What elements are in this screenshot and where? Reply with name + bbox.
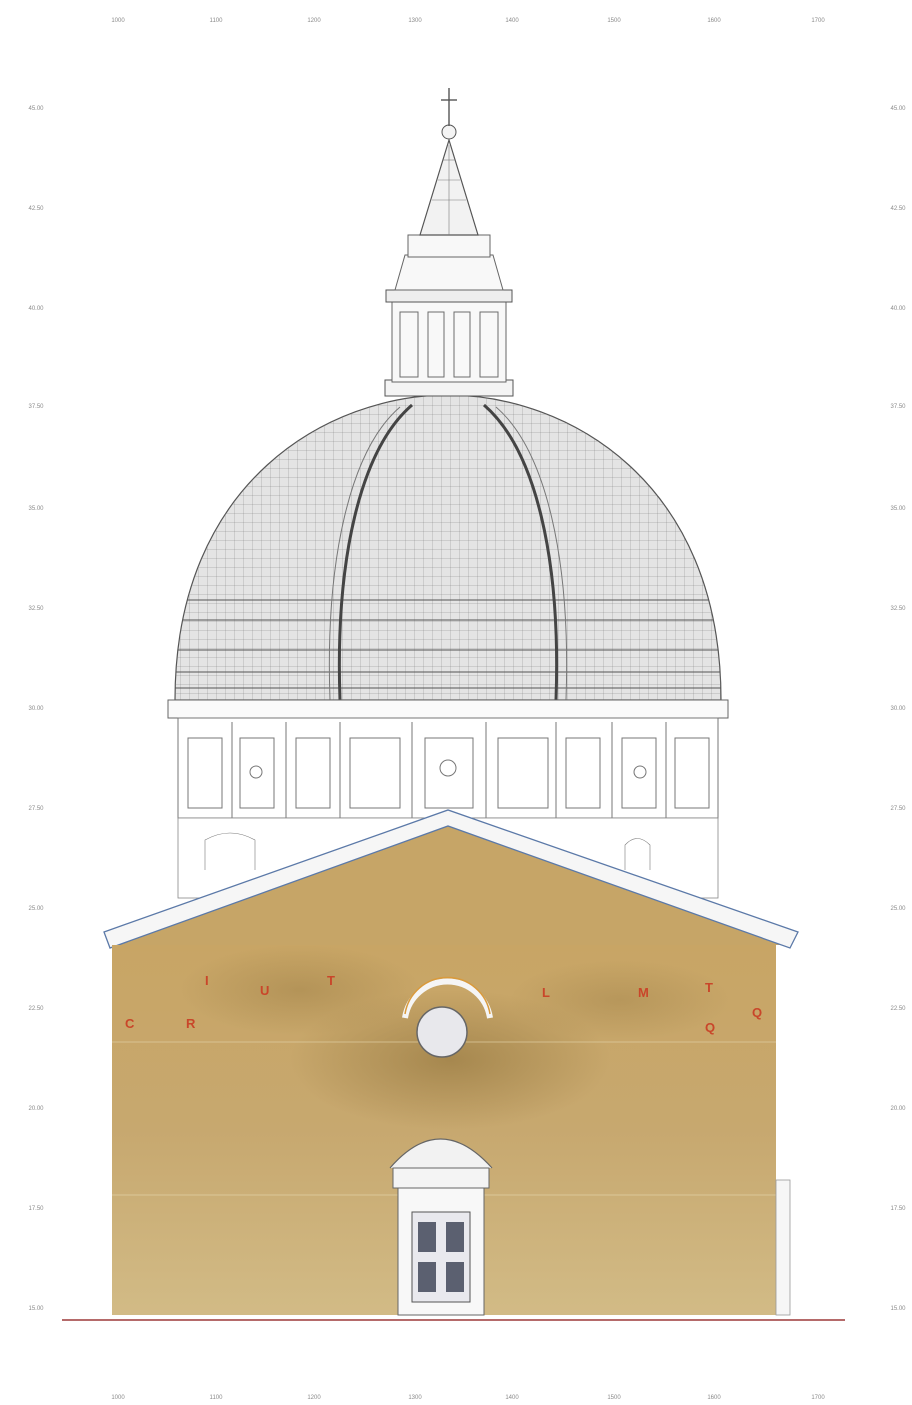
- scale-left-label: 40.00: [28, 306, 44, 312]
- scale-right-label: 20.00: [890, 1106, 906, 1112]
- scale-bottom-label: 1600: [707, 1395, 721, 1401]
- letter-lower-4: Q: [752, 1005, 762, 1020]
- scale-top-label: 1200: [307, 18, 321, 24]
- scale-right-label: 45.00: [890, 106, 906, 112]
- church-facade: [62, 809, 845, 1321]
- scale-bottom-label: 1500: [607, 1395, 621, 1401]
- dome: [174, 394, 722, 701]
- scale-right: 45.00 42.50 40.00 37.50 35.00 32.50 30.00 27.50…: [890, 106, 906, 1312]
- scale-right-label: 32.50: [890, 606, 906, 612]
- letter-lower-1: C: [125, 1016, 135, 1031]
- scale-top-label: 1100: [210, 18, 224, 24]
- scale-top-label: 1700: [811, 18, 825, 24]
- scale-left-label: 35.00: [28, 506, 44, 512]
- scale-bottom-label: 1300: [408, 1395, 422, 1401]
- letter-upper-6: T: [705, 980, 713, 995]
- scale-top-label: 1300: [408, 18, 422, 24]
- letter-upper-5: M: [638, 985, 649, 1000]
- scale-left-label: 22.50: [28, 1006, 44, 1012]
- scale-top-label: 1400: [505, 18, 519, 24]
- scale-right-label: 35.00: [890, 506, 906, 512]
- scale-left-label: 20.00: [28, 1106, 44, 1112]
- letter-upper-2: U: [260, 983, 269, 998]
- scale-bottom-label: 1400: [505, 1395, 519, 1401]
- scale-top-label: 1000: [111, 18, 125, 24]
- scale-left-label: 30.00: [28, 706, 44, 712]
- letter-lower-2: R: [186, 1016, 196, 1031]
- scale-bottom-label: 1700: [811, 1395, 825, 1401]
- letter-upper-1: I: [205, 973, 209, 988]
- scale-bottom: 1000 1100 1200 1300 1400 1500 1600 1700: [111, 1395, 825, 1401]
- scale-right-label: 17.50: [890, 1206, 906, 1212]
- scale-right-label: 22.50: [890, 1006, 906, 1012]
- scale-right-label: 15.00: [890, 1306, 906, 1312]
- scale-right-label: 37.50: [890, 404, 906, 410]
- letter-upper-4: L: [542, 985, 550, 1000]
- letter-lower-3: Q: [705, 1020, 715, 1035]
- scale-left-label: 27.50: [28, 806, 44, 812]
- scale-right-label: 40.00: [890, 306, 906, 312]
- scale-left-label: 42.50: [28, 206, 44, 212]
- facade-lettering: I U T L M T C R Q Q: [125, 973, 762, 1035]
- scale-left-label: 37.50: [28, 404, 44, 410]
- scale-right-label: 30.00: [890, 706, 906, 712]
- letter-upper-3: T: [327, 973, 335, 988]
- scale-right-label: 25.00: [890, 906, 906, 912]
- scale-right-label: 42.50: [890, 206, 906, 212]
- scale-left-label: 32.50: [28, 606, 44, 612]
- scale-top: 1000 1100 1200 1300 1400 1500 1600 1700: [111, 18, 825, 24]
- scale-left-label: 17.50: [28, 1206, 44, 1212]
- scale-bottom-label: 1200: [307, 1395, 321, 1401]
- scale-bottom-label: 1100: [210, 1395, 224, 1401]
- scale-right-label: 27.50: [890, 806, 906, 812]
- scale-top-label: 1600: [707, 18, 721, 24]
- scale-left-label: 25.00: [28, 906, 44, 912]
- scale-top-label: 1500: [607, 18, 621, 24]
- scale-left-label: 45.00: [28, 106, 44, 112]
- scale-left: 45.00 42.50 40.00 37.50 35.00 32.50 30.00 27.50…: [28, 106, 44, 1312]
- scale-bottom-label: 1000: [111, 1395, 125, 1401]
- lantern: [384, 88, 514, 397]
- scale-left-label: 15.00: [28, 1306, 44, 1312]
